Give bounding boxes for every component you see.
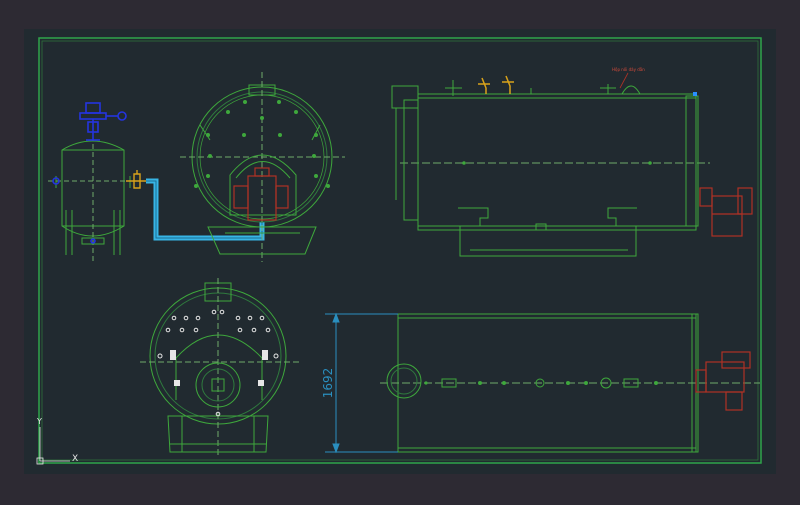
tank-outlet-valve[interactable] (126, 170, 146, 189)
boiler-side-elevation[interactable] (391, 85, 710, 257)
safety-valve-assembly[interactable] (52, 102, 127, 244)
side-burner[interactable] (699, 187, 753, 237)
ucs-y-label: Y (36, 417, 42, 426)
grip-point[interactable] (693, 92, 697, 96)
boiler-rear-view[interactable] (140, 278, 300, 458)
ucs-x-label: X (72, 454, 78, 464)
rear-tube-holes (157, 309, 279, 417)
ucs-icon (36, 427, 70, 465)
paper-sheet (24, 29, 776, 474)
front-bolt-circle (194, 100, 330, 188)
callout-leader (619, 72, 629, 89)
boiler-front-view[interactable] (180, 72, 345, 262)
tank-side-view[interactable] (48, 120, 140, 262)
plan-fittings (424, 381, 658, 385)
callout-label: Hộp nối dây dẫn (612, 67, 645, 72)
plan-burner[interactable] (695, 351, 751, 411)
side-centre-marks (462, 161, 652, 165)
drawing-frame-inner (41, 40, 759, 461)
front-burner[interactable] (233, 167, 289, 221)
drawing-frame-outer (38, 37, 762, 464)
height-dimension[interactable] (325, 312, 398, 454)
rear-side-ports (170, 350, 268, 386)
dimension-text: 1692 (321, 368, 335, 399)
side-top-fittings[interactable] (445, 80, 641, 96)
side-pressure-valves[interactable] (478, 75, 514, 94)
